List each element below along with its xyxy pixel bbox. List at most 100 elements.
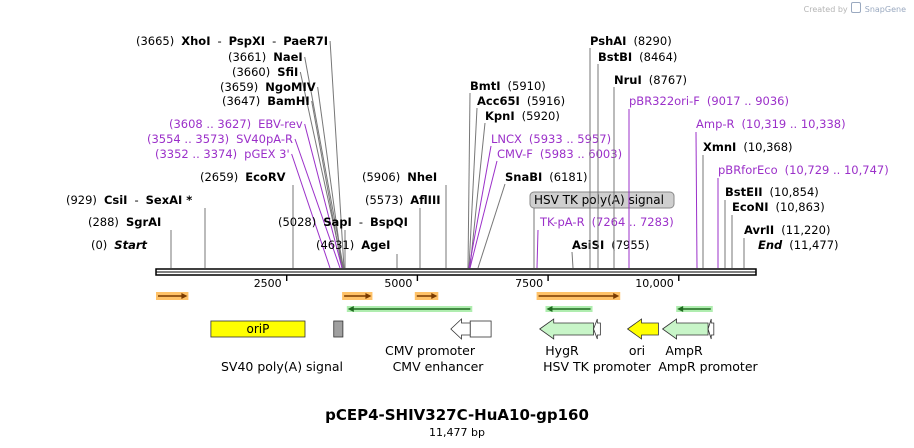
site-part-afliii: (5573) <box>365 193 403 207</box>
site-leader <box>304 56 344 269</box>
site-part-acc65i: (5916) <box>527 94 565 108</box>
ruler-tick-label: 7500 <box>515 277 543 290</box>
site-part-kpni: (5920) <box>522 109 560 123</box>
site-name-acc65i: Acc65I <box>477 94 520 108</box>
site-leader <box>329 40 345 269</box>
site-leader <box>311 100 343 269</box>
site-part-xhoi: (3665) <box>136 34 174 48</box>
site-leader <box>571 251 574 269</box>
site-part-sapi: BspQI <box>370 215 408 229</box>
site-part-snabi: (6181) <box>549 170 587 184</box>
site-part-xmni: (10,368) <box>743 140 792 154</box>
site-part-sfii: (3660) <box>232 65 270 79</box>
feature-label-hygr: HygR <box>545 343 579 358</box>
site-part-xhoi: - <box>272 34 276 48</box>
site-part-lncx: (5933 .. 5957) <box>529 132 611 146</box>
site-part-ecorv: (2659) <box>200 170 238 184</box>
site-name-csii: CsiI <box>104 193 128 207</box>
site-part-cmv-f: (5983 .. 6003) <box>540 147 622 161</box>
ruler-tick-label: 2500 <box>254 277 282 290</box>
orf-arrowhead <box>431 293 438 299</box>
site-part-pshai: (8290) <box>633 34 671 48</box>
site-name-kpni: KpnI <box>485 109 515 123</box>
primer-leader <box>291 153 331 269</box>
site-part-nrui: (8767) <box>649 73 687 87</box>
site-part-asisi: (7955) <box>611 238 649 252</box>
site-part-csii: SexAI * <box>146 193 193 207</box>
site-part-xhoi: - <box>217 34 221 48</box>
site-name-ecorv: EcoRV <box>245 170 285 184</box>
credit-brand: SnapGene <box>864 5 906 14</box>
site-leader <box>468 107 478 269</box>
snapgene-logo-icon <box>851 2 862 13</box>
site-part-sapi: (5028) <box>278 215 316 229</box>
primer-leader <box>468 145 492 269</box>
feature-ampr <box>661 318 709 340</box>
orf-arrowhead <box>613 293 620 299</box>
site-name-nhei: NheI <box>407 170 437 184</box>
site-part-csii: (929) <box>66 193 97 207</box>
site-part-sv40pa-r: (3554 .. 3573) <box>147 132 229 146</box>
feature-ampr-promoter <box>707 318 715 340</box>
site-part-sgrai: (288) <box>88 215 119 229</box>
highlight-label: HSV TK poly(A) signal <box>534 193 664 207</box>
site-leader <box>469 122 486 269</box>
orf-arrowhead <box>181 293 188 299</box>
site-leader <box>317 86 343 269</box>
site-name-sapi: SapI <box>323 215 352 229</box>
site-part-econi: (10,863) <box>775 200 824 214</box>
feature-label-ampr: AmpR <box>665 343 703 358</box>
site-name-bamhi: BamHI <box>267 94 309 108</box>
site-part-csii: - <box>134 193 138 207</box>
feature-label-orip: oriP <box>247 322 270 336</box>
site-part-agei: (4631) <box>316 238 354 252</box>
site-name-ebv-rev: EBV-rev <box>258 117 303 131</box>
site-name-pshai: PshAI <box>590 34 626 48</box>
site-part-xhoi: PaeR7I <box>283 34 328 48</box>
site-name-agei: AgeI <box>361 238 390 252</box>
site-part-end: (11,477) <box>789 238 838 252</box>
site-part-ebv-rev: (3608 .. 3627) <box>169 117 251 131</box>
site-name-cmv-f: CMV-F <box>497 147 533 161</box>
site-leader <box>467 92 471 269</box>
feature-orip <box>210 320 306 338</box>
site-part-start: (0) <box>91 238 107 252</box>
feature-cmv-promoter <box>469 320 492 338</box>
translation-arrowhead <box>546 306 553 312</box>
site-name-pbr322ori-f: pBR322ori-F <box>629 94 700 108</box>
site-part-naei: (3661) <box>228 50 266 64</box>
site-name-amp-r: Amp-R <box>696 117 735 131</box>
feature-label-cmv-enhancer: CMV enhancer <box>393 359 485 374</box>
feature-hsv-tk-promoter <box>593 318 601 340</box>
site-name-lncx: LNCX <box>491 132 522 146</box>
primer-leader <box>294 138 341 269</box>
site-leader <box>477 183 506 269</box>
site-name-afliii: AflIII <box>410 193 440 207</box>
site-name-bsteii: BstEII <box>725 185 763 199</box>
site-name-sv40pa-r: SV40pA-R <box>236 132 293 146</box>
primer-leader <box>469 160 498 269</box>
site-part-pgex-3: (3352 .. 3374) <box>155 147 237 161</box>
site-name-tk-pa-r: TK-pA-R <box>539 215 585 229</box>
site-name-pgex-3: pGEX 3' <box>244 147 290 161</box>
site-name-bstbi: BstBI <box>598 50 632 64</box>
primer-leader <box>304 123 343 269</box>
map-title: pCEP4-SHIV327C-HuA10-gp160 <box>325 406 589 424</box>
credit: Created by SnapGene <box>804 2 906 14</box>
credit-prefix: Created by <box>803 5 848 14</box>
feature-label-ampr-promoter: AmpR promoter <box>658 359 758 374</box>
site-part-bamhi: (3647) <box>222 94 260 108</box>
site-name-snabi: SnaBI <box>505 170 542 184</box>
site-part-sapi: - <box>359 215 363 229</box>
site-name-end: End <box>758 238 783 252</box>
orf-arrowhead <box>365 293 372 299</box>
primer-leader <box>695 131 698 269</box>
site-name-start: Start <box>114 238 147 252</box>
site-name-ngomiv: NgoMIV <box>265 80 315 94</box>
feature-label-ori: ori <box>629 343 645 358</box>
site-part-amp-r: (10,319 .. 10,338) <box>742 117 846 131</box>
feature-label-sv40-poly-a-signal: SV40 poly(A) signal <box>221 359 343 374</box>
site-name-sfii: SfiI <box>277 65 298 79</box>
